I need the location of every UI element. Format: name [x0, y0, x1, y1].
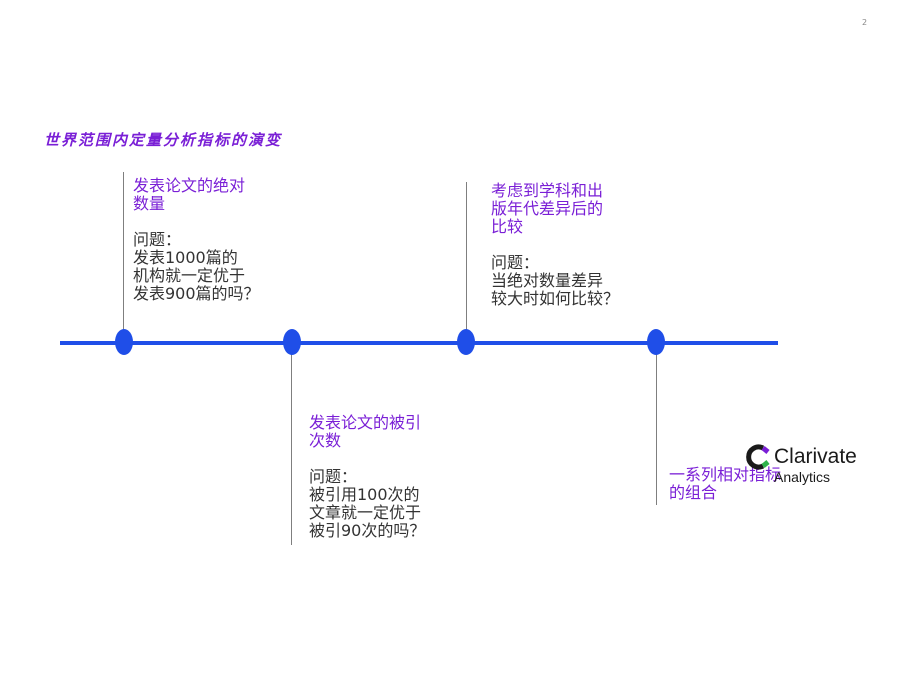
milestone-1: 发表论文的绝对 数量 问题： 发表1000篇的 机构就一定优于 发表900篇的吗…: [133, 177, 260, 303]
connector-3: [466, 182, 467, 342]
page-number: 2: [862, 18, 868, 27]
milestone-heading: 发表论文的绝对 数量: [133, 176, 246, 213]
question-label: 问题：: [309, 467, 358, 486]
connector-2: [291, 345, 292, 545]
timeline-marker-2: [283, 329, 301, 355]
timeline-marker-3: [457, 329, 475, 355]
milestone-2: 发表论文的被引 次数 问题： 被引用100次的 文章就一定优于 被引90次的吗？: [309, 414, 425, 540]
question-text: 被引用100次的 文章就一定优于 被引90次的吗？: [309, 485, 426, 540]
milestone-heading: 考虑到学科和出 版年代差异后的 比较: [491, 181, 604, 236]
question-text: 发表1000篇的 机构就一定优于 发表900篇的吗？: [133, 248, 260, 303]
connector-4: [656, 345, 657, 505]
question-label: 问题：: [133, 230, 182, 249]
connector-1: [123, 172, 124, 342]
logo-name-line2: Analytics: [774, 469, 831, 485]
milestone-4: 一系列相对指标 的组合: [669, 466, 781, 502]
timeline-marker-1: [115, 329, 133, 355]
timeline-marker-4: [647, 329, 665, 355]
logo-name-line1: Clarivate: [774, 445, 857, 468]
question-text: 当绝对数量差异 较大时如何比较？: [491, 271, 620, 308]
slide-title: 世界范围内定量分析指标的演变: [44, 131, 283, 149]
milestone-heading: 发表论文的被引 次数: [309, 413, 422, 450]
question-label: 问题：: [491, 253, 540, 272]
clarivate-logo: Clarivate Analytics: [744, 444, 874, 488]
milestone-heading: 一系列相对指标 的组合: [669, 465, 782, 502]
timeline-line: [60, 341, 778, 345]
milestone-3: 考虑到学科和出 版年代差异后的 比较 问题： 当绝对数量差异 较大时如何比较？: [491, 182, 619, 308]
clarivate-logo-icon: [746, 444, 770, 470]
